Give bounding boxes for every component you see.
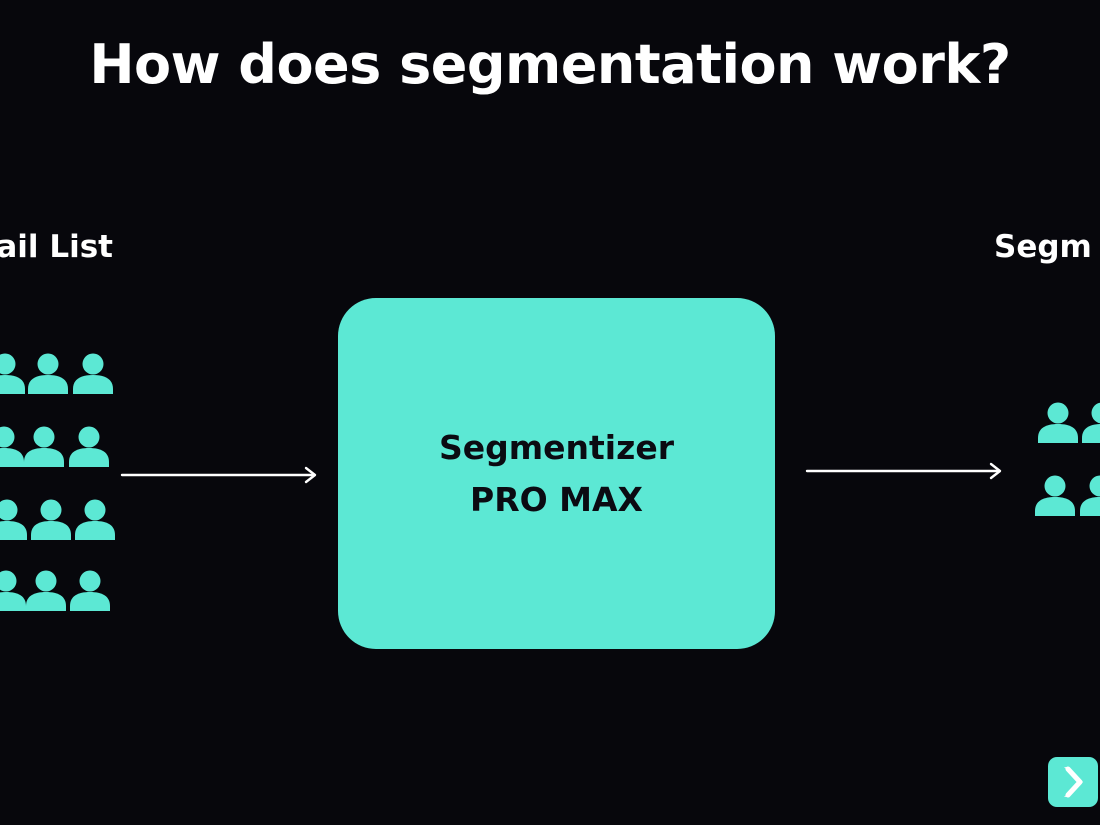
segment-people: [1035, 402, 1100, 516]
person-icon: [1080, 475, 1100, 516]
person-icon: [69, 426, 109, 467]
chevron-right-icon: [1064, 766, 1083, 798]
segments-label: Segm: [994, 229, 1092, 265]
segmentizer-name: Segmentizer: [439, 427, 674, 467]
person-icon: [0, 353, 25, 394]
email-list-label: ail List: [0, 229, 113, 265]
arrow-right-icon: [120, 466, 317, 484]
slide-title: How does segmentation work?: [89, 33, 1011, 96]
person-icon: [75, 499, 115, 540]
arrow-right-icon: [805, 462, 1002, 480]
person-icon: [31, 499, 71, 540]
person-icon: [0, 426, 24, 467]
next-slide-button[interactable]: [1048, 757, 1098, 807]
person-icon: [26, 570, 66, 611]
person-icon: [1082, 402, 1100, 443]
segmentizer-tier: PRO MAX: [470, 479, 643, 519]
person-icon: [0, 499, 27, 540]
person-icon: [1038, 402, 1078, 443]
person-icon: [28, 353, 68, 394]
segmentizer-box: Segmentizer PRO MAX: [338, 298, 775, 649]
person-icon: [73, 353, 113, 394]
person-icon: [24, 426, 64, 467]
email-list-people: [0, 353, 115, 611]
person-icon: [70, 570, 110, 611]
person-icon: [0, 570, 26, 611]
person-icon: [1035, 475, 1075, 516]
